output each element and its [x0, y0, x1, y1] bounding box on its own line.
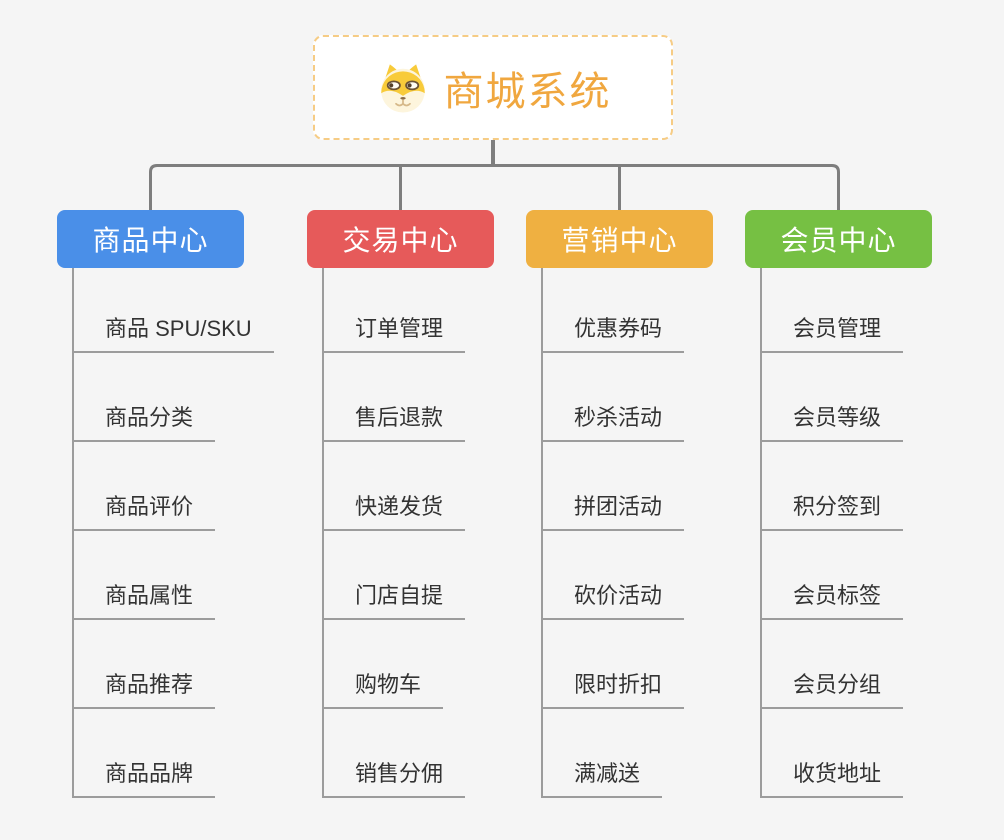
- node-label: 商品品牌: [74, 760, 216, 798]
- node-label: 商品分类: [74, 404, 216, 442]
- root-title: 商城系统: [443, 69, 612, 114]
- branch-items: 会员管理 会员等级 积分签到 会员标签 会员分组 收货地址: [760, 268, 932, 798]
- mindmap-node[interactable]: 订单管理: [324, 268, 494, 353]
- branch-header-trade[interactable]: 交易中心: [307, 210, 494, 268]
- node-label: 商品属性: [74, 582, 216, 620]
- node-label: 商品评价: [74, 493, 216, 531]
- node-label: 积分签到: [762, 493, 904, 531]
- mindmap-node[interactable]: 会员管理: [762, 268, 932, 353]
- node-label: 会员等级: [762, 404, 904, 442]
- mindmap-node[interactable]: 收货地址: [762, 709, 932, 798]
- node-label: 门店自提: [324, 582, 466, 620]
- mindmap-node[interactable]: 购物车: [324, 620, 494, 709]
- branch-header-marketing[interactable]: 营销中心: [526, 210, 713, 268]
- node-label: 商品 SPU/SKU: [74, 315, 274, 353]
- node-label: 秒杀活动: [543, 404, 685, 442]
- branch-items: 商品 SPU/SKU 商品分类 商品评价 商品属性 商品推荐 商品品牌: [72, 268, 274, 798]
- mindmap-node[interactable]: 秒杀活动: [543, 353, 713, 442]
- branch-member-center: 会员中心 会员管理 会员等级 积分签到 会员标签 会员分组 收货地址: [745, 210, 932, 798]
- root-node[interactable]: 商城系统: [313, 35, 673, 140]
- branch-items: 订单管理 售后退款 快递发货 门店自提 购物车 销售分佣: [322, 268, 494, 798]
- branch-items: 优惠券码 秒杀活动 拼团活动 砍价活动 限时折扣 满减送: [541, 268, 713, 798]
- mindmap-node[interactable]: 商品推荐: [74, 620, 244, 709]
- branch-title: 会员中心: [780, 225, 897, 256]
- mindmap-node[interactable]: 会员等级: [762, 353, 932, 442]
- node-label: 会员管理: [762, 315, 904, 353]
- node-label: 销售分佣: [324, 760, 466, 798]
- mindmap-node[interactable]: 商品分类: [74, 353, 244, 442]
- node-label: 砍价活动: [543, 582, 685, 620]
- mindmap-node[interactable]: 快递发货: [324, 442, 494, 531]
- node-label: 拼团活动: [543, 493, 685, 531]
- node-label: 订单管理: [324, 315, 466, 353]
- mindmap-node[interactable]: 销售分佣: [324, 709, 494, 798]
- mindmap-node[interactable]: 优惠券码: [543, 268, 713, 353]
- node-label: 优惠券码: [543, 315, 685, 353]
- node-label: 收货地址: [762, 760, 904, 798]
- mindmap-node[interactable]: 门店自提: [324, 531, 494, 620]
- branch-title: 商品中心: [92, 225, 209, 256]
- mindmap-node[interactable]: 商品属性: [74, 531, 244, 620]
- node-label: 限时折扣: [543, 671, 685, 709]
- node-label: 会员标签: [762, 582, 904, 620]
- node-label: 商品推荐: [74, 671, 216, 709]
- node-label: 购物车: [324, 671, 444, 709]
- branch-product-center: 商品中心 商品 SPU/SKU 商品分类 商品评价 商品属性 商品推荐 商品品牌: [57, 210, 274, 798]
- mindmap-node[interactable]: 会员分组: [762, 620, 932, 709]
- mindmap-node[interactable]: 积分签到: [762, 442, 932, 531]
- mindmap-node[interactable]: 售后退款: [324, 353, 494, 442]
- mindmap-node[interactable]: 拼团活动: [543, 442, 713, 531]
- node-label: 售后退款: [324, 404, 466, 442]
- mindmap-node[interactable]: 商品评价: [74, 442, 244, 531]
- mindmap-node[interactable]: 限时折扣: [543, 620, 713, 709]
- branch-title: 营销中心: [561, 225, 678, 256]
- mindmap-node[interactable]: 商品品牌: [74, 709, 244, 798]
- branch-header-member[interactable]: 会员中心: [745, 210, 932, 268]
- branch-title: 交易中心: [342, 225, 459, 256]
- mindmap-node[interactable]: 砍价活动: [543, 531, 713, 620]
- branch-header-product[interactable]: 商品中心: [57, 210, 244, 268]
- node-label: 满减送: [543, 760, 663, 798]
- mindmap-node[interactable]: 满减送: [543, 709, 713, 798]
- mindmap-node[interactable]: 会员标签: [762, 531, 932, 620]
- mindmap-node[interactable]: 商品 SPU/SKU: [74, 268, 274, 353]
- branch-trade-center: 交易中心 订单管理 售后退款 快递发货 门店自提 购物车 销售分佣: [307, 210, 494, 798]
- branch-marketing-center: 营销中心 优惠券码 秒杀活动 拼团活动 砍价活动 限时折扣 满减送: [526, 210, 713, 798]
- node-label: 快递发货: [324, 493, 466, 531]
- node-label: 会员分组: [762, 671, 904, 709]
- shiba-dog-icon: [375, 60, 431, 116]
